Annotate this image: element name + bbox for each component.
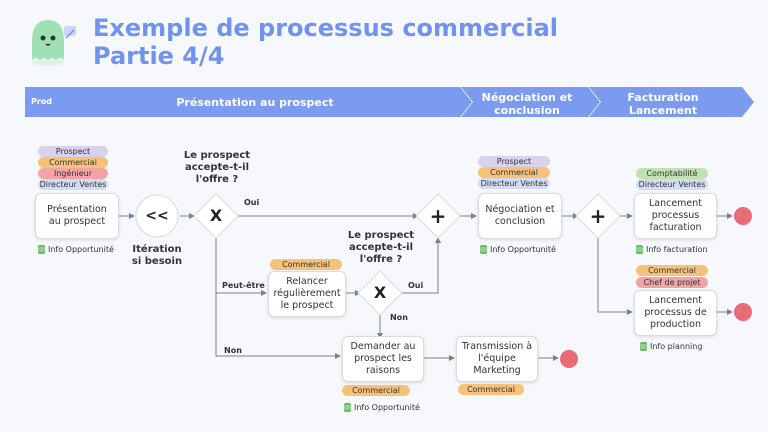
edge-label-oui-1: Oui <box>244 198 260 207</box>
end-event-facturation <box>734 207 752 225</box>
phase-label-presentation: Présentation au prospect <box>176 96 334 109</box>
gateway-xor-1 <box>193 193 239 239</box>
page-title-line1: Exemple de processus commercial <box>93 14 559 42</box>
note-info-planning: Info planning <box>640 342 702 351</box>
phase-banner <box>25 87 754 117</box>
database-icon <box>38 245 45 254</box>
tag-ingenieur: Ingénieur <box>38 168 108 179</box>
database-icon <box>480 245 487 254</box>
phase-chevron-facturation <box>589 87 754 117</box>
gateway-xor-2 <box>357 270 403 316</box>
node-lancement-production[interactable]: Lancement processus de production <box>634 290 717 336</box>
question-label-2: Le prospect accepte-t-il l'offre ? <box>347 230 415 265</box>
note-info-opportunite: Info Opportunité <box>344 403 420 412</box>
tag-directeur-ventes: Directeur Ventes <box>478 178 550 189</box>
edge-label-non-2: Non <box>390 313 408 322</box>
phase-chevron-presentation <box>58 87 472 117</box>
tag-prospect: Prospect <box>478 156 550 167</box>
tag-directeur-ventes: Directeur Ventes <box>38 179 108 190</box>
database-icon <box>636 245 643 254</box>
page-title: Exemple de processus commercial Partie 4… <box>93 14 558 70</box>
tag-commercial: Commercial <box>458 384 524 395</box>
phase-label-prod: Prod <box>31 97 53 106</box>
database-icon <box>640 342 647 351</box>
tag-comptabilite: Comptabilité <box>636 168 708 179</box>
tag-commercial: Commercial <box>342 385 410 396</box>
page-title-line2: Partie 4/4 <box>93 42 225 70</box>
ghost-mascot-icon <box>32 20 76 66</box>
phase-chevron-negociation <box>461 87 600 117</box>
node-demander[interactable]: Demander au prospect les raisons <box>342 336 424 382</box>
tag-commercial: Commercial <box>478 167 550 178</box>
note-info-facturation: Info facturation <box>636 245 708 254</box>
end-event-production <box>734 303 752 321</box>
tag-chef-de-projet: Chef de projet <box>636 277 708 288</box>
tag-commercial: Commercial <box>38 157 108 168</box>
tag-commercial: Commercial <box>636 265 708 276</box>
phase-label-negociation: Négociation et conclusion <box>481 91 573 117</box>
edge-label-peut-etre: Peut-être <box>222 281 265 290</box>
gateway-and-2-symbol: + <box>589 204 607 228</box>
gateway-and-2 <box>575 193 621 239</box>
edge-label-oui-2: Oui <box>408 281 424 290</box>
note-info-opportunite: Info Opportunité <box>480 245 556 254</box>
gateway-and-1 <box>415 193 461 239</box>
node-transmission[interactable]: Transmission à l'équipe Marketing <box>456 336 538 382</box>
tag-prospect: Prospect <box>38 146 108 157</box>
loop-marker-symbol: << <box>145 208 169 224</box>
gateway-xor-1-symbol: X <box>209 206 223 225</box>
note-info-opportunite: Info Opportunité <box>38 245 114 254</box>
loop-marker <box>135 194 179 238</box>
gateway-and-1-symbol: + <box>429 204 447 228</box>
iteration-label: Itération si besoin <box>131 244 183 267</box>
node-lancement-facturation[interactable]: Lancement processus facturation <box>634 193 717 239</box>
edge-label-non-1: Non <box>224 346 242 355</box>
database-icon <box>344 403 351 412</box>
tag-commercial: Commercial <box>270 259 342 270</box>
node-negociation[interactable]: Négociation et conclusion <box>478 193 562 239</box>
question-label-1: Le prospect accepte-t-il l'offre ? <box>183 150 251 185</box>
phase-chevron-prod <box>25 87 74 117</box>
tag-directeur-ventes: Directeur Ventes <box>636 179 708 190</box>
node-relancer[interactable]: Relancer régulièrement le prospect <box>268 271 346 317</box>
phase-label-facturation: Facturation Lancement <box>627 91 699 117</box>
node-presentation[interactable]: Présentation au prospect <box>35 193 119 239</box>
gateway-xor-2-symbol: X <box>373 283 387 302</box>
end-event-transmission <box>560 350 578 368</box>
